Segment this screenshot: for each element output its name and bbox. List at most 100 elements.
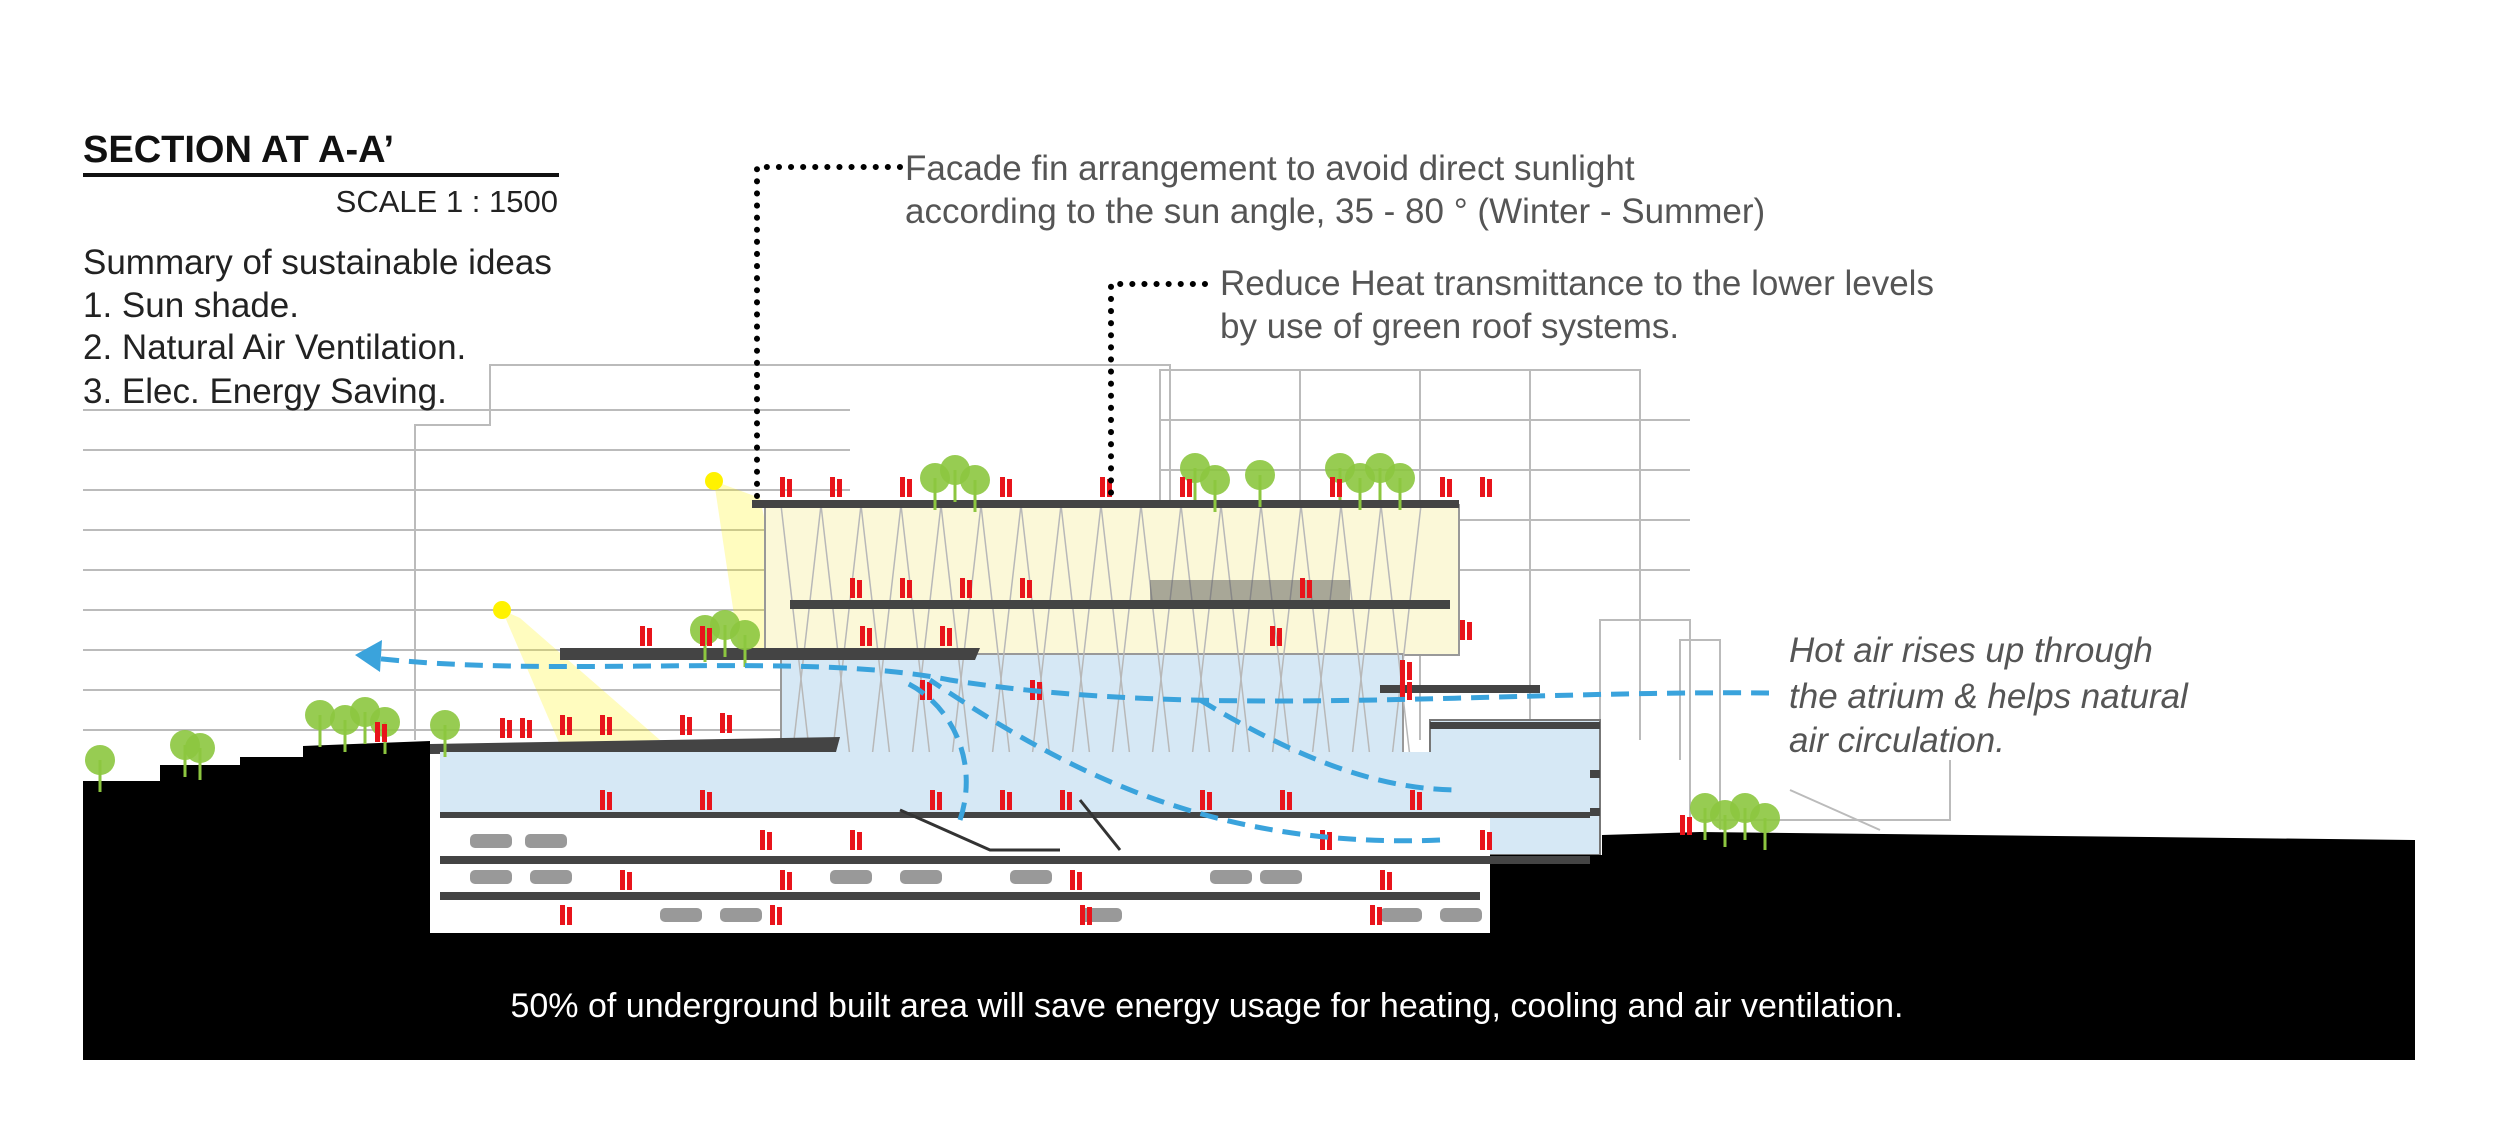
person-icon — [720, 713, 725, 733]
tree-icon — [85, 745, 115, 775]
person-icon — [1320, 830, 1325, 850]
car-icon — [530, 870, 572, 884]
person-icon — [1410, 790, 1415, 810]
person-icon — [927, 682, 932, 700]
person-icon — [527, 720, 532, 738]
scale-label: SCALE 1 : 1500 — [336, 184, 558, 219]
person-icon — [1370, 905, 1375, 925]
title-underline — [83, 173, 559, 177]
car-icon — [1080, 908, 1122, 922]
person-icon — [1077, 872, 1082, 890]
tree-icon — [185, 733, 215, 763]
car-icon — [1440, 908, 1482, 922]
person-icon — [707, 628, 712, 646]
person-icon — [627, 872, 632, 890]
summary-item: 1. Sun shade. — [83, 286, 299, 325]
person-icon — [1060, 790, 1065, 810]
person-icon — [1280, 790, 1285, 810]
car-icon — [1210, 870, 1252, 884]
green-roof-note: by use of green roof systems. — [1220, 307, 1679, 346]
person-icon — [1207, 792, 1212, 810]
person-icon — [1100, 477, 1105, 497]
car-icon — [470, 870, 512, 884]
person-icon — [780, 477, 785, 497]
person-icon — [850, 830, 855, 850]
person-icon — [1287, 792, 1292, 810]
person-icon — [620, 870, 625, 890]
person-icon — [1467, 622, 1472, 640]
person-icon — [1270, 626, 1275, 646]
person-icon — [930, 790, 935, 810]
person-icon — [600, 790, 605, 810]
person-icon — [857, 580, 862, 598]
car-icon — [900, 870, 942, 884]
person-icon — [1277, 628, 1282, 646]
green-roof-note: Reduce Heat transmittance to the lower l… — [1220, 264, 1934, 303]
person-icon — [560, 905, 565, 925]
car-icon — [830, 870, 872, 884]
person-icon — [1440, 477, 1445, 497]
person-icon — [760, 830, 765, 850]
person-icon — [947, 628, 952, 646]
person-icon — [375, 722, 380, 742]
person-icon — [830, 477, 835, 497]
person-icon — [837, 479, 842, 497]
person-icon — [1200, 790, 1205, 810]
tree-icon — [1245, 460, 1275, 490]
person-icon — [937, 792, 942, 810]
hot-air-note: the atrium & helps natural — [1789, 677, 2189, 716]
person-icon — [707, 792, 712, 810]
person-icon — [770, 905, 775, 925]
person-icon — [1000, 477, 1005, 497]
person-icon — [1387, 872, 1392, 890]
car-icon — [1260, 870, 1302, 884]
car-icon — [660, 908, 702, 922]
person-icon — [1417, 792, 1422, 810]
person-icon — [1187, 479, 1192, 497]
summary-item: 2. Natural Air Ventilation. — [83, 328, 466, 367]
person-icon — [1000, 790, 1005, 810]
people — [375, 477, 1692, 925]
arrow-head-icon — [355, 640, 382, 672]
person-icon — [1487, 479, 1492, 497]
person-icon — [787, 479, 792, 497]
person-icon — [1380, 870, 1385, 890]
person-icon — [907, 580, 912, 598]
person-icon — [1400, 660, 1405, 680]
person-icon — [1067, 792, 1072, 810]
person-icon — [1300, 578, 1305, 598]
person-icon — [767, 832, 772, 850]
trees — [85, 453, 1780, 850]
person-icon — [1107, 479, 1112, 497]
underground-levels — [440, 752, 1590, 927]
person-icon — [1377, 907, 1382, 925]
person-icon — [607, 792, 612, 810]
person-icon — [1480, 477, 1485, 497]
person-icon — [1407, 662, 1412, 680]
car-icon — [1010, 870, 1052, 884]
person-icon — [1337, 479, 1342, 497]
sun-icon — [493, 601, 511, 619]
person-icon — [777, 907, 782, 925]
person-icon — [967, 580, 972, 598]
person-icon — [867, 628, 872, 646]
person-icon — [567, 907, 572, 925]
person-icon — [1070, 870, 1075, 890]
hot-air-note: Hot air rises up through — [1789, 631, 2153, 670]
car-icon — [1380, 908, 1422, 922]
hot-air-note: air circulation. — [1789, 721, 2005, 760]
tree-icon — [305, 700, 335, 730]
ground — [83, 741, 2415, 1060]
tree-icon — [730, 620, 760, 650]
person-icon — [700, 626, 705, 646]
sunlight — [493, 472, 790, 745]
person-icon — [687, 717, 692, 735]
person-icon — [787, 872, 792, 890]
tree-icon — [1200, 465, 1230, 495]
person-icon — [1330, 477, 1335, 497]
facade-note: Facade fin arrangement to avoid direct s… — [905, 149, 1635, 188]
summary-item: 3. Elec. Energy Saving. — [83, 372, 447, 411]
person-icon — [960, 578, 965, 598]
